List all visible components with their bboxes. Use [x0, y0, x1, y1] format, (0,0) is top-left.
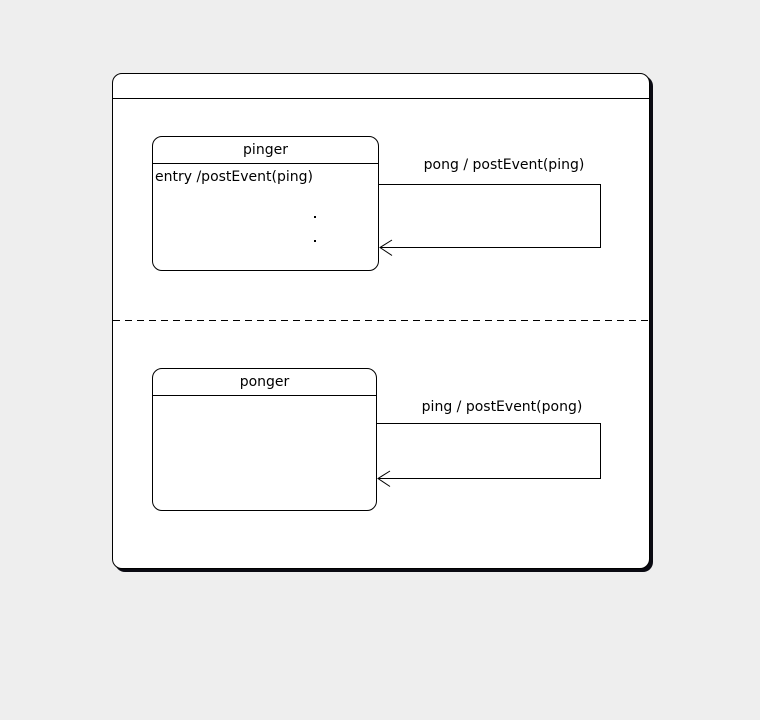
state-ponger-body: [153, 396, 376, 401]
vertical-ellipsis-icon: [314, 216, 316, 218]
state-pinger-title: pinger: [153, 137, 378, 164]
ponger-transition-label: ping / postEvent(pong): [421, 399, 583, 415]
pinger-transition-label: pong / postEvent(ping): [423, 157, 585, 173]
state-pinger: pinger entry /postEvent(ping): [152, 136, 379, 271]
state-ponger: ponger: [152, 368, 377, 511]
state-pinger-entry-action: entry /postEvent(ping): [155, 169, 313, 185]
vertical-ellipsis-icon: [314, 240, 316, 242]
state-machine-title-bar: [113, 74, 649, 99]
state-ponger-title: ponger: [153, 369, 376, 396]
